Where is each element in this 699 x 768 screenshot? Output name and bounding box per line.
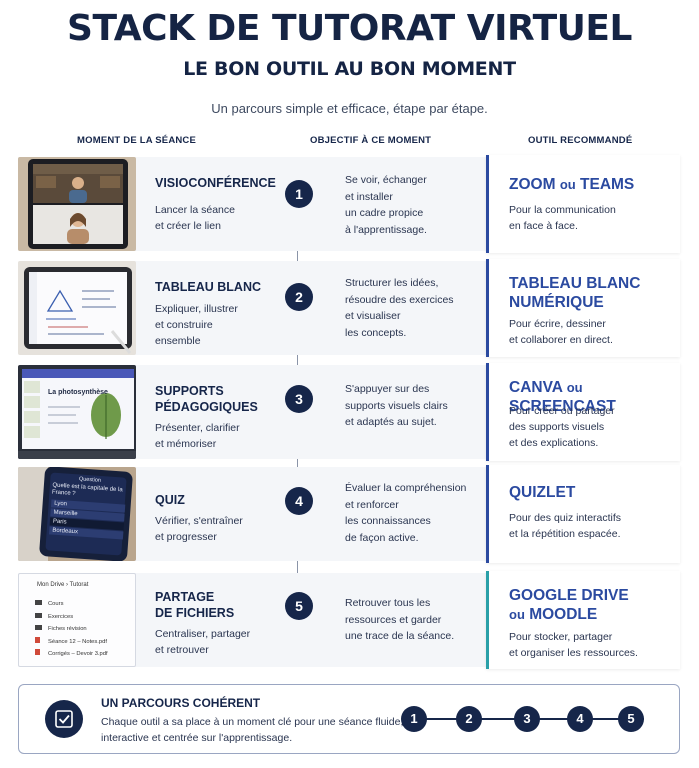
tool-card: CANVA ou SCREENCAST Pour créer ou partag…	[486, 363, 680, 461]
quiz-phone-icon: Question Quelle est la capitale de la Fr…	[18, 467, 136, 561]
progress-step: 2	[456, 706, 482, 732]
pdf-icon	[35, 636, 40, 643]
folder-icon	[35, 625, 42, 630]
page-title: STACK DE TUTORAT VIRTUEL	[67, 8, 632, 49]
moment-name: QUIZ	[155, 493, 185, 507]
pdf-icon	[35, 649, 40, 655]
summary-panel: UN PARCOURS COHÉRENT Chaque outil a sa p…	[18, 684, 680, 754]
video-call-tablet-icon	[18, 157, 136, 251]
tool-name: CANVA ou SCREENCAST	[509, 379, 616, 415]
step-number-badge: 4	[285, 487, 313, 515]
tagline: Un parcours simple et efficace, étape pa…	[211, 101, 488, 116]
folder-item[interactable]: Cours	[35, 598, 108, 611]
summary-desc: Chaque outil a sa place à un moment clé …	[101, 716, 404, 744]
progress-step: 3	[514, 706, 540, 732]
moment-name: TABLEAU BLANC	[155, 280, 262, 294]
step-number-badge: 2	[285, 283, 313, 311]
column-header-outil: OUTIL RECOMMANDÉ	[528, 135, 633, 146]
file-item[interactable]: Corrigés – Devoir 3.pdf	[35, 648, 108, 661]
checkbox-icon	[45, 700, 83, 738]
page-subtitle: LE BON OUTIL AU BON MOMENT	[183, 58, 516, 80]
tool-name: GOOGLE DRIVE ou MOODLE	[509, 587, 629, 623]
objective-text: Structurer les idées,résoudre des exerci…	[345, 277, 454, 339]
progress-step: 5	[618, 706, 644, 732]
file-item[interactable]: Séance 12 – Notes.pdf	[35, 636, 108, 649]
slide-title: La photosynthèse	[48, 389, 108, 396]
column-header-moment: MOMENT DE LA SÉANCE	[77, 135, 197, 146]
folder-item[interactable]: Exercices	[35, 611, 108, 624]
progress-step: 1	[401, 706, 427, 732]
folder-item[interactable]: Fiches révision	[35, 623, 108, 636]
step-row-5: Mon Drive › Tutorat Cours Exercices Fich…	[18, 571, 680, 669]
summary-title: UN PARCOURS COHÉRENT	[101, 696, 261, 710]
column-header-objectif: OBJECTIF À CE MOMENT	[310, 135, 432, 146]
slides-laptop-icon: La photosynthèse	[18, 365, 136, 459]
step-number-badge: 3	[285, 385, 313, 413]
step-row-4: Question Quelle est la capitale de la Fr…	[18, 465, 680, 563]
step-number-badge: 5	[285, 592, 313, 620]
quiz-screen: Question Quelle est la capitale de la Fr…	[49, 474, 127, 540]
file-drive-icon: Mon Drive › Tutorat Cours Exercices Fich…	[18, 573, 136, 667]
tool-name: QUIZLET	[509, 484, 576, 501]
drive-file-list: Cours Exercices Fiches révision Séance 1…	[35, 598, 108, 661]
progress-step: 4	[567, 706, 593, 732]
quiz-question: Quelle est la capitale de la France ?	[51, 482, 123, 498]
tool-name: ZOOM ou TEAMS	[509, 176, 635, 193]
drive-breadcrumb: Mon Drive › Tutorat	[37, 582, 89, 588]
moment-name: VISIOCONFÉRENCE	[155, 176, 276, 190]
folder-icon	[35, 600, 42, 605]
whiteboard-tablet-icon	[18, 261, 136, 355]
tool-card: GOOGLE DRIVE ou MOODLE Pour stocker, par…	[486, 571, 680, 669]
step-number-badge: 1	[285, 180, 313, 208]
folder-icon	[35, 612, 42, 618]
